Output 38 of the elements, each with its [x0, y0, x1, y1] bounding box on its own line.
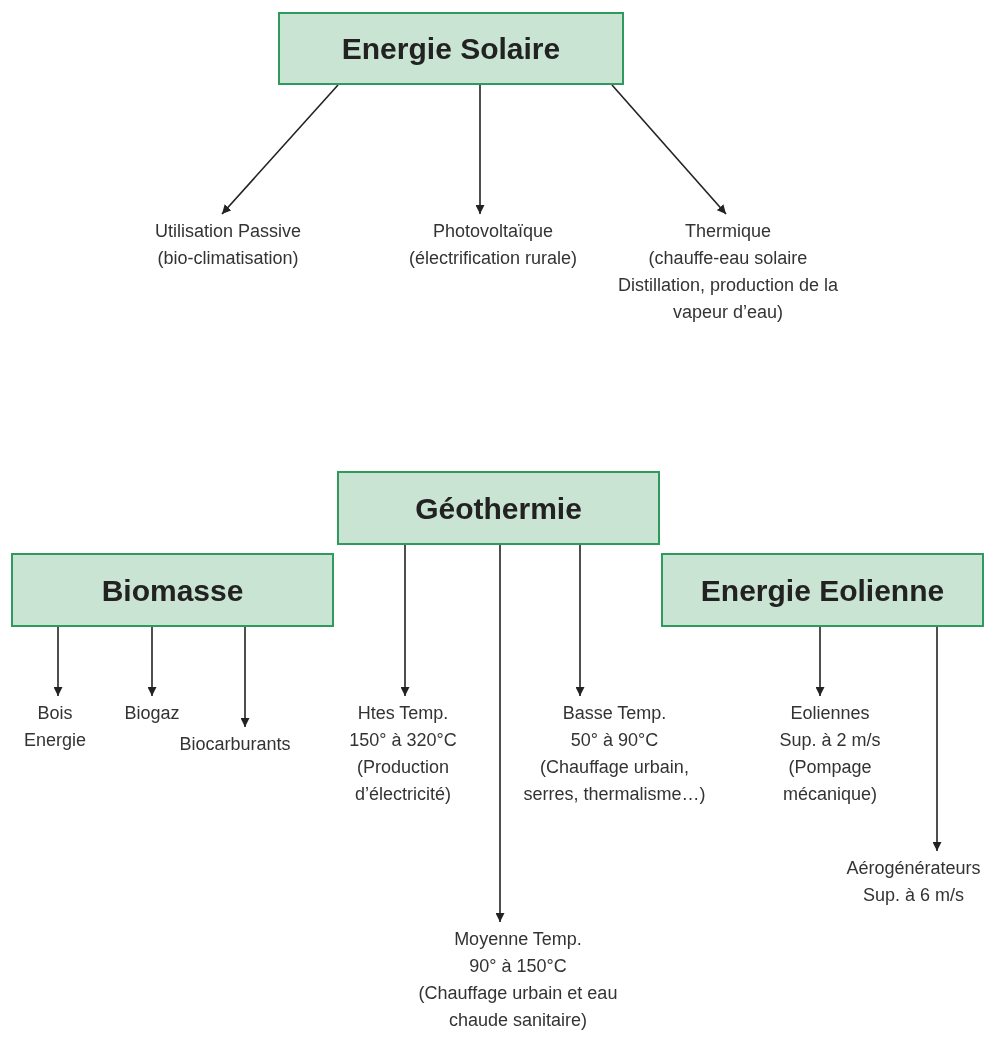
item-text: Aérogénérateurs	[846, 857, 981, 880]
item-text: (Pompage mécanique)	[781, 756, 879, 806]
item-text: Sup. à 2 m/s	[779, 729, 881, 752]
item-text: 150° à 320°C	[349, 729, 457, 752]
item-text: 90° à 150°C	[469, 955, 567, 978]
item-text: Eoliennes	[790, 702, 870, 725]
arrow	[575, 544, 585, 697]
item-text: Basse Temp.	[562, 702, 667, 725]
item-text: Photovoltaïque	[432, 220, 554, 243]
item-text: Utilisation Passive	[154, 220, 302, 243]
category-box: Energie Eolienne	[661, 553, 984, 627]
item-text: (électrification rurale)	[408, 247, 578, 270]
item-text: Biocarburants	[179, 733, 291, 756]
item-text: Sup. à 6 m/s	[862, 884, 965, 907]
arrow	[147, 626, 157, 697]
item-text: (chauffe-eau solaire Distillation, production de la vapeur d’eau)	[616, 247, 840, 324]
item-text: (Production d’électricité)	[354, 756, 452, 806]
item-text: (Chauffage urbain, serres, thermalisme…)	[522, 756, 707, 806]
item-text: Thermique	[684, 220, 771, 243]
arrow	[221, 84, 339, 215]
category-box: Energie Solaire	[278, 12, 624, 85]
arrow	[475, 84, 485, 215]
arrow	[495, 544, 505, 923]
arrow	[240, 626, 250, 728]
arrow	[53, 626, 63, 697]
item-text: 50° à 90°C	[570, 729, 659, 752]
item-text: Htes Temp.	[357, 702, 449, 725]
item-text: Moyenne Temp.	[454, 928, 582, 951]
arrow	[815, 626, 825, 697]
arrow	[611, 84, 727, 215]
arrow	[400, 544, 410, 697]
item-text: (bio-climatisation)	[157, 247, 299, 270]
arrow	[932, 626, 942, 852]
item-text: Bois Energie	[22, 702, 87, 752]
item-text: (Chauffage urbain et eau chaude sanitaire)	[417, 982, 619, 1032]
category-box: Géothermie	[337, 471, 660, 545]
item-text: Biogaz	[124, 702, 180, 725]
category-box: Biomasse	[11, 553, 334, 627]
